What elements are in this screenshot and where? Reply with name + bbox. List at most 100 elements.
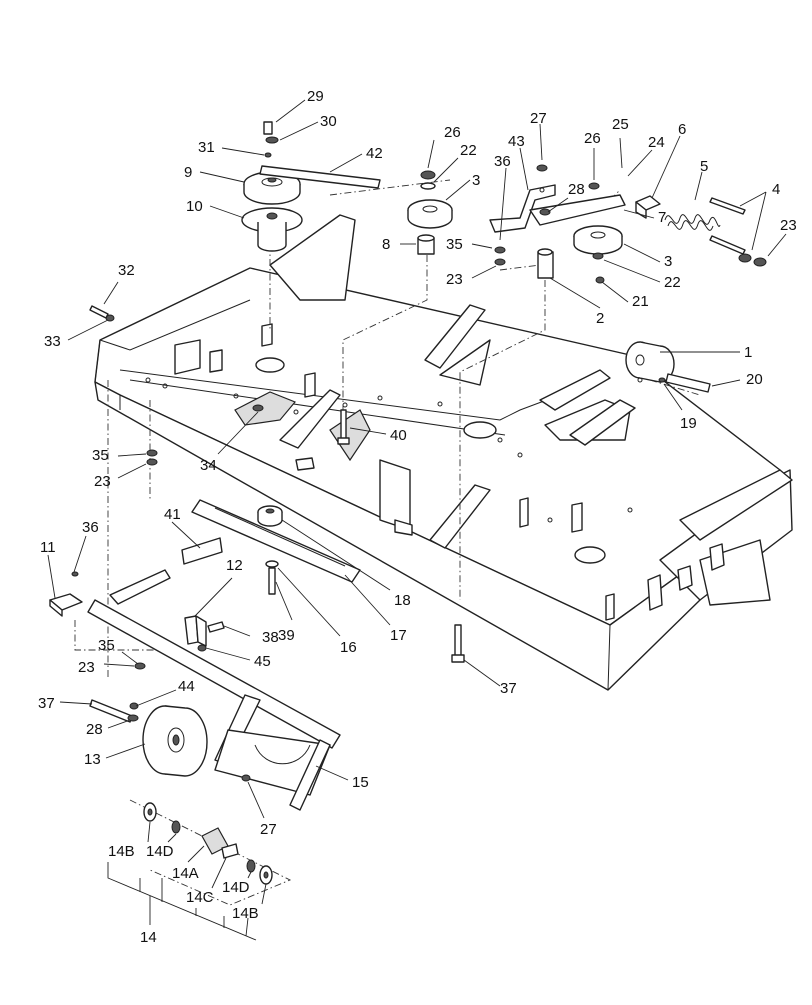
callout-41: 41: [164, 506, 181, 523]
clamp-12: [184, 615, 207, 647]
callout-37b: 37: [500, 680, 517, 697]
callout-25: 25: [612, 116, 629, 133]
callout-26b: 26: [584, 130, 601, 147]
idler-arm-43: [489, 184, 626, 233]
callout-33: 33: [44, 333, 61, 350]
spindle-pulley-9: [243, 171, 301, 205]
spindle-housing-10: [241, 207, 303, 252]
blade-adapter-18: [257, 505, 283, 527]
callout-14A: 14A: [172, 865, 199, 882]
callout-3a: 3: [472, 172, 480, 189]
callout-14D-right: 14D: [222, 879, 250, 896]
callout-35a: 35: [446, 236, 463, 253]
callout-15: 15: [352, 774, 369, 791]
spacer-2: [537, 248, 554, 279]
spring-5: [664, 214, 721, 231]
wheel-bracket-15: [214, 694, 331, 811]
spacer-14C: [221, 843, 239, 859]
callout-37a: 37: [38, 695, 55, 712]
pivot-bracket-11: [49, 593, 83, 617]
callout-29: 29: [307, 88, 324, 105]
callout-36b: 36: [82, 519, 99, 536]
callout-2: 2: [596, 310, 604, 327]
callout-35c: 35: [98, 637, 115, 654]
bushing-14D-left: [171, 820, 181, 834]
washer-30: [265, 136, 279, 144]
bolt-38: [207, 621, 225, 633]
bracket-6: [635, 195, 661, 219]
callout-38: 38: [262, 629, 279, 646]
washer-14B-right: [259, 865, 273, 885]
small-hardware: [71, 152, 666, 782]
callout-5: 5: [700, 158, 708, 175]
callout-28b: 28: [86, 721, 103, 738]
callout-27b: 27: [260, 821, 277, 838]
callout-34: 34: [200, 457, 217, 474]
callout-13: 13: [84, 751, 101, 768]
callout-10: 10: [186, 198, 203, 215]
callout-35b: 35: [92, 447, 109, 464]
bolt-37-left: [89, 699, 133, 723]
callout-4: 4: [772, 181, 780, 198]
carriage-bolt-40: [337, 409, 350, 445]
callout-14C: 14C: [186, 889, 214, 906]
drive-belt-42: [259, 165, 381, 189]
callout-32: 32: [118, 262, 135, 279]
nuts-23-right: [738, 253, 767, 267]
callout-36a: 36: [494, 153, 511, 170]
idler-pulley-3-right: [573, 225, 623, 255]
callout-1: 1: [744, 344, 752, 361]
bolt-37-right: [451, 624, 465, 663]
callout-42: 42: [366, 145, 383, 162]
bushing-14D-right: [246, 859, 256, 873]
callout-39: 39: [278, 627, 295, 644]
callout-22b: 22: [664, 274, 681, 291]
wear-plate-41: [181, 537, 223, 565]
callout-14: 14: [140, 929, 157, 946]
callout-22a: 22: [460, 142, 477, 159]
blade-bolt-39: [265, 560, 279, 595]
callout-23c: 23: [94, 473, 111, 490]
eyebolt-4: [709, 197, 746, 255]
callout-21: 21: [632, 293, 649, 310]
callout-14D-left: 14D: [146, 843, 174, 860]
callout-18: 18: [394, 592, 411, 609]
mower-deck: [94, 214, 793, 691]
callout-27a: 27: [530, 110, 547, 127]
callout-8: 8: [382, 236, 390, 253]
blade-17: [191, 499, 361, 583]
callout-28a: 28: [568, 181, 585, 198]
callout-45: 45: [254, 653, 271, 670]
leader-lines: [47, 99, 787, 941]
callout-19: 19: [680, 415, 697, 432]
callout-40: 40: [390, 427, 407, 444]
callout-16: 16: [340, 639, 357, 656]
callout-31: 31: [198, 139, 215, 156]
pulley-3-left: [407, 199, 453, 229]
callout-12: 12: [226, 557, 243, 574]
callout-6: 6: [678, 121, 686, 138]
washer-14B-left: [143, 802, 157, 822]
washer-22-left: [420, 182, 436, 190]
callout-23b: 23: [780, 217, 797, 234]
callout-17: 17: [390, 627, 407, 644]
callout-23d: 23: [78, 659, 95, 676]
callout-14B-left: 14B: [108, 843, 135, 860]
callout-24: 24: [648, 134, 665, 151]
callout-14B-right: 14B: [232, 905, 259, 922]
bolt-29: [263, 121, 273, 135]
wheel-arm-shaft: [87, 569, 341, 749]
callout-44: 44: [178, 678, 195, 695]
gauge-wheel-13: [142, 705, 208, 777]
callout-20: 20: [746, 371, 763, 388]
spacer-8: [417, 234, 435, 255]
callout-23a: 23: [446, 271, 463, 288]
callout-26a: 26: [444, 124, 461, 141]
callout-30: 30: [320, 113, 337, 130]
callout-7: 7: [658, 209, 666, 226]
callout-labels: 29 30 31 42 9 10 32 33 26 22 3 8 35 23 2…: [38, 88, 797, 946]
callout-43: 43: [508, 133, 525, 150]
nut-26-left: [420, 170, 436, 180]
